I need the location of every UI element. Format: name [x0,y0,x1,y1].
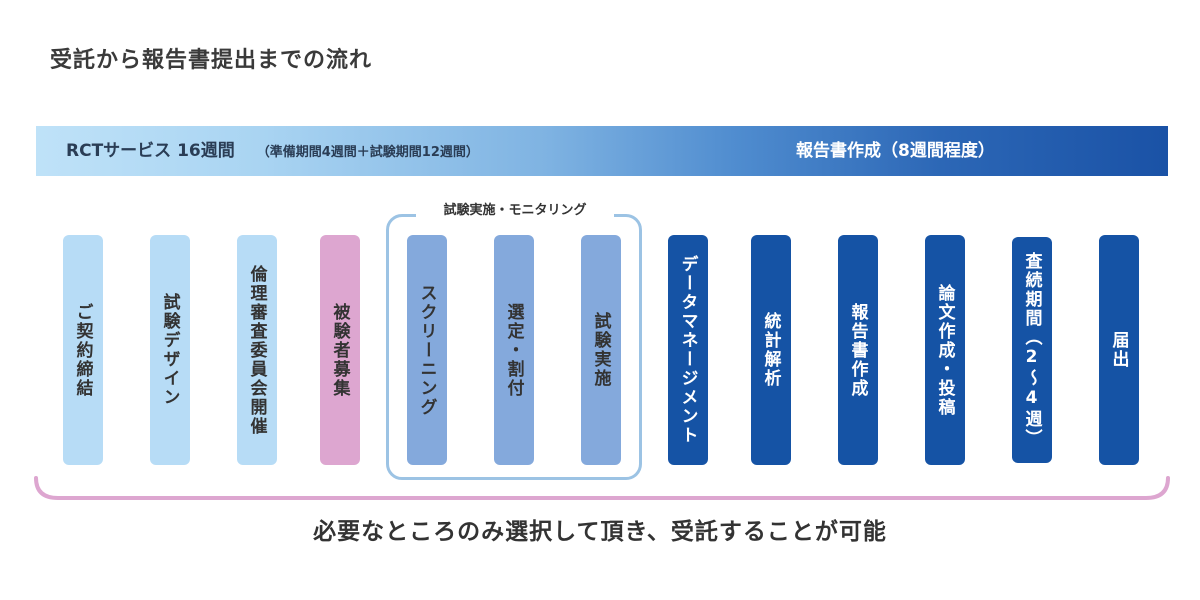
step-review-period: 査続期間（2～4週） [1012,237,1052,463]
step-label: データマネージメント [677,255,698,445]
step-label: 被験者募集 [329,302,350,398]
timeline-bar: RCTサービス 16週間 （準備期間4週間＋試験期間12週間） 報告書作成（8週間… [36,126,1168,176]
step-screening: スクリーニング [407,235,447,465]
step-filing: 届出 [1099,235,1139,465]
step-contract: ご契約締結 [63,235,103,465]
step-label: 論文作成・投稿 [934,283,955,417]
step-ethics-review: 倫理審査委員会開催 [237,235,277,465]
step-label: 選定・割付 [503,302,524,398]
footer-note: 必要なところのみ選択して頂き、受託することが可能 [313,519,887,545]
step-label: 統計解析 [760,312,781,388]
monitoring-group-label: 試験実施・モニタリング [416,199,614,223]
timeline-main-label: RCTサービス 16週間 [66,141,235,161]
step-paper-submission: 論文作成・投稿 [925,235,965,465]
step-data-management: データマネージメント [668,235,708,465]
bottom-bracket [34,476,1170,500]
step-label: 試験デザイン [159,293,180,407]
step-label: スクリーニング [416,283,437,417]
page-title: 受託から報告書提出までの流れ [50,48,373,73]
step-label: 倫理審査委員会開催 [246,264,267,436]
step-label: 査続期間（2～4週） [1021,252,1042,448]
bracket-line [34,476,1170,500]
step-report-writing: 報告書作成 [838,235,878,465]
timeline-sub-label: （準備期間4週間＋試験期間12週間） [256,145,479,160]
step-study-design: 試験デザイン [150,235,190,465]
step-recruitment: 被験者募集 [320,235,360,465]
step-trial-execution: 試験実施 [581,235,621,465]
step-label: ご契約締結 [72,302,93,398]
step-label: 届出 [1108,331,1129,369]
timeline-rct-section: RCTサービス 16週間 （準備期間4週間＋試験期間12週間） [66,126,479,176]
step-selection-allocation: 選定・割付 [494,235,534,465]
step-label: 試験実施 [590,312,611,388]
step-statistical-analysis: 統計解析 [751,235,791,465]
timeline-report-label: 報告書作成（8週間程度） [796,141,995,161]
step-label: 報告書作成 [847,302,868,398]
